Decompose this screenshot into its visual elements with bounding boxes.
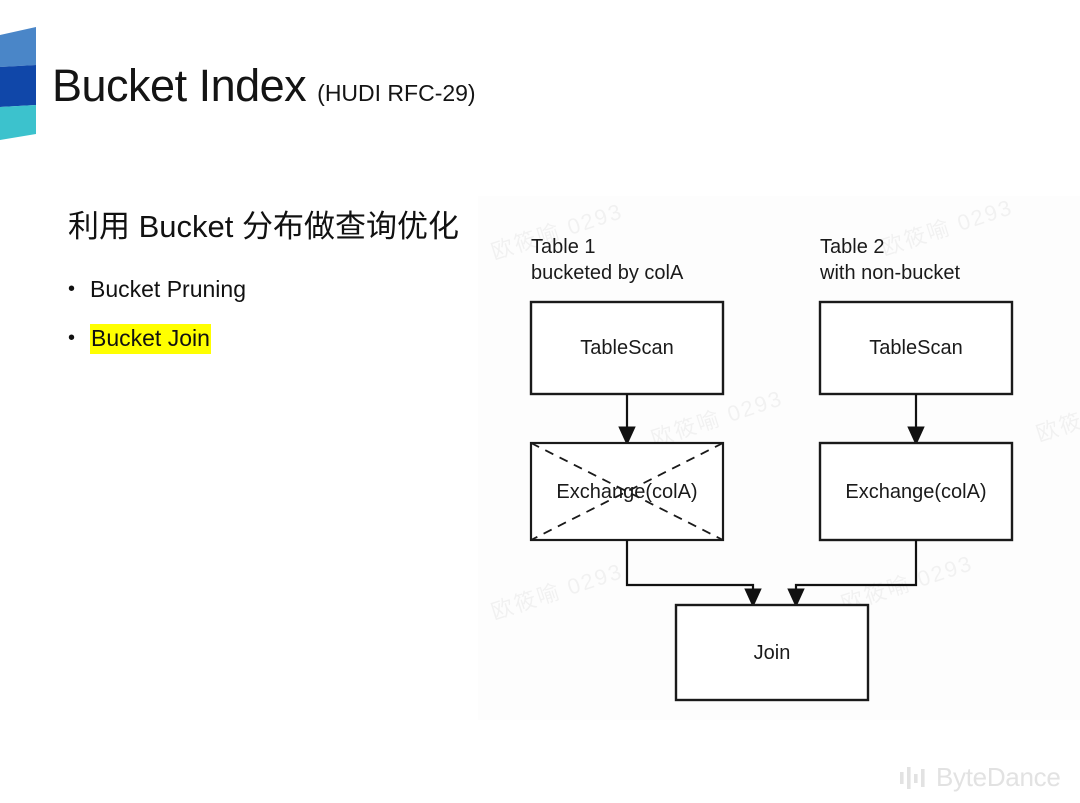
column-caption-table1: Table 1 bucketed by colA xyxy=(531,234,683,287)
bullet-label-bucket-pruning: Bucket Pruning xyxy=(90,275,246,302)
list-item: • Bucket Pruning xyxy=(68,275,468,305)
label-tablescan-left: TableScan xyxy=(580,337,674,359)
label-join: Join xyxy=(753,642,791,664)
elimination-cross-line xyxy=(530,442,724,541)
brand-band-top xyxy=(0,27,36,67)
column-caption-table2: Table 2 with non-bucket xyxy=(820,234,960,287)
bullet-dot-icon: • xyxy=(68,277,76,300)
brand-band-bottom xyxy=(0,105,36,140)
elimination-cross-line xyxy=(530,442,724,541)
bytedance-brand-mark xyxy=(0,27,42,140)
label-exchange-left: Exchange(colA) xyxy=(556,481,698,503)
lead-heading: 利用 Bucket 分布做查询优化 xyxy=(68,209,459,244)
caption-line-1: Table 2 xyxy=(820,236,885,258)
list-item: • Bucket Join xyxy=(68,323,468,354)
box-exchange-right xyxy=(818,441,1014,542)
content-column-left: 利用 Bucket 分布做查询优化 • Bucket Pruning • Buc… xyxy=(68,208,468,373)
box-tablescan-right xyxy=(818,300,1014,396)
bytedance-wordmark: ByteDance xyxy=(936,762,1061,792)
label-exchange-right: Exchange(colA) xyxy=(845,481,987,503)
connector-left-to-join xyxy=(625,540,762,608)
connector-right-to-join xyxy=(787,540,918,608)
slide-title-row: Bucket Index (HUDI RFC-29) xyxy=(52,60,476,112)
box-tablescan-left xyxy=(529,300,725,396)
bullet-dot-icon: • xyxy=(68,326,76,349)
caption-line-2: bucketed by colA xyxy=(531,262,684,285)
bullet-list: • Bucket Pruning • Bucket Join xyxy=(68,275,468,354)
label-tablescan-right: TableScan xyxy=(869,337,963,359)
query-plan-diagram: 欧筱喻 0293 欧筱喻 0293 欧筱喻 0293 欧筱喻 0293 欧筱喻 … xyxy=(478,196,1080,720)
bullet-label-bucket-join: Bucket Join xyxy=(90,323,211,354)
caption-line-1: Table 1 xyxy=(531,236,596,258)
bar-chart-icon xyxy=(900,766,925,789)
caption-line-2: with non-bucket xyxy=(820,262,961,285)
bytedance-footer-logo: ByteDance xyxy=(900,762,1061,793)
box-join xyxy=(674,603,870,702)
brand-band-middle xyxy=(0,65,36,107)
page-title: Bucket Index xyxy=(52,60,307,111)
page-subtitle: (HUDI RFC-29) xyxy=(317,80,476,106)
